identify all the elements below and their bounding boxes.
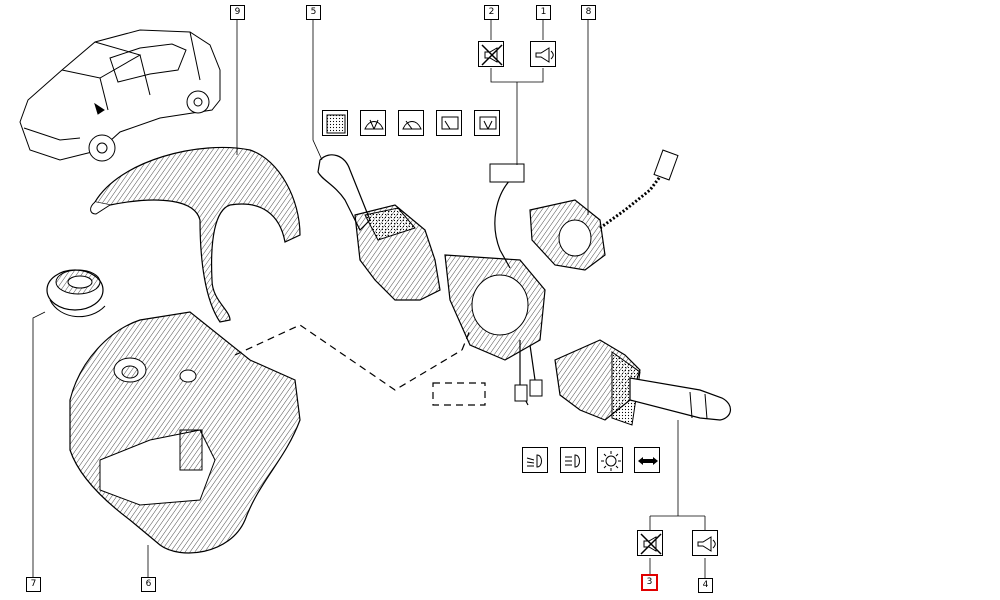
callout-7[interactable]: 7 (26, 577, 41, 592)
no-horn-icon (478, 41, 504, 67)
callout-9[interactable]: 9 (230, 5, 245, 20)
leader-lines (32, 20, 706, 578)
horn-icon (692, 530, 718, 556)
windscreen-wash-icon (360, 110, 386, 136)
main-beam-icon (560, 447, 586, 473)
callout-2[interactable]: 2 (484, 5, 499, 20)
wiper-switch-part (317, 154, 441, 301)
lower-shroud-part (69, 311, 301, 554)
horn-icon (530, 41, 556, 67)
rear-wiper-icon (436, 110, 462, 136)
callout-4[interactable]: 4 (698, 578, 713, 593)
indicator-arrows-icon (634, 447, 660, 473)
front-wiper-icon (398, 110, 424, 136)
rain-sensor-icon (322, 110, 348, 136)
callout-5[interactable]: 5 (306, 5, 321, 20)
upper-cowl-part (90, 146, 301, 323)
callout-8[interactable]: 8 (581, 5, 596, 20)
dipped-beam-icon (522, 447, 548, 473)
callout-6[interactable]: 6 (141, 577, 156, 592)
callout-1[interactable]: 1 (536, 5, 551, 20)
callout-3-highlighted[interactable]: 3 (641, 574, 658, 591)
no-horn-icon (637, 530, 663, 556)
rear-wash-icon (474, 110, 500, 136)
grommet-part (46, 269, 106, 318)
vehicle-illustration (19, 29, 221, 162)
switch-module-part (444, 149, 679, 406)
fog-light-icon (597, 447, 623, 473)
lighting-switch-part (554, 339, 731, 426)
